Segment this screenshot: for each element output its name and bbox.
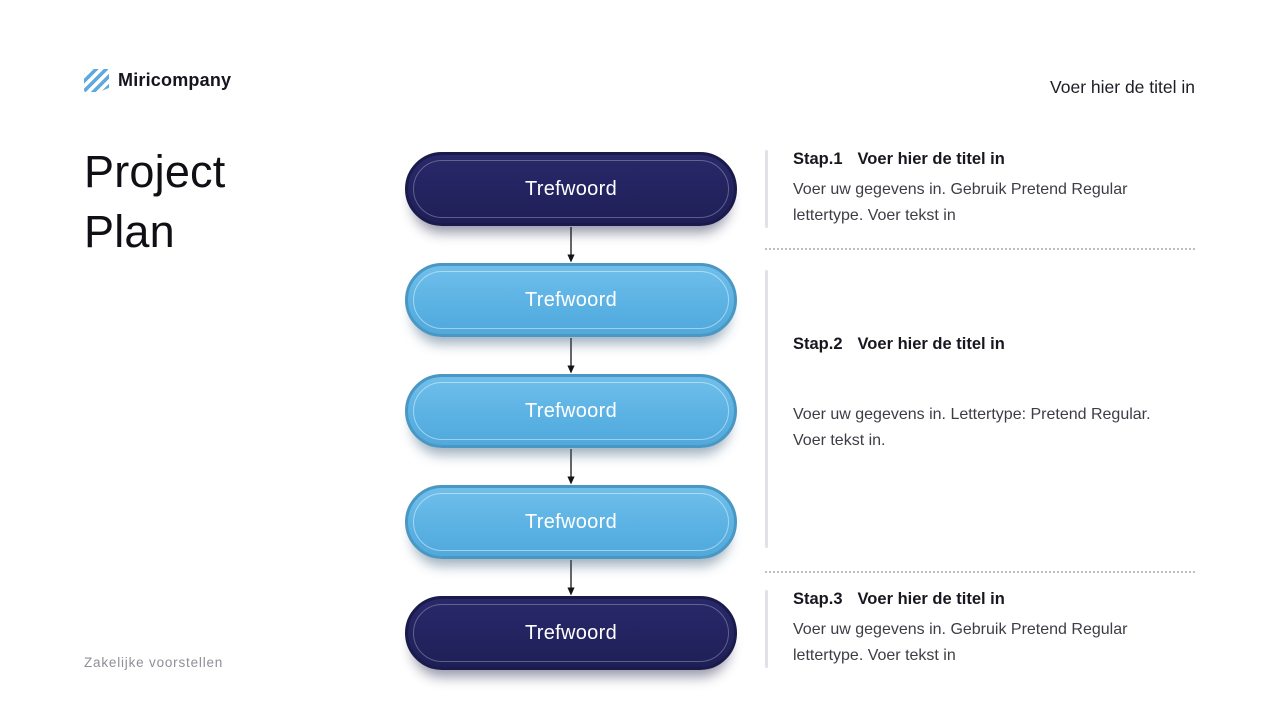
arrow-down-icon bbox=[565, 337, 577, 374]
arrow-down-icon bbox=[565, 559, 577, 596]
step-1: Stap.1 Voer hier de titel in Voer uw gege… bbox=[765, 150, 1195, 229]
step-3-body: Voer uw gegevens in. Gebruik Pretend Reg… bbox=[793, 621, 1128, 664]
dotted-separator bbox=[765, 248, 1195, 250]
flow-node-2-label: Trefwoord bbox=[525, 288, 617, 311]
step-1-accent-bar bbox=[765, 150, 768, 228]
step-3-accent-bar bbox=[765, 590, 768, 668]
header-title-placeholder: Voer hier de titel in bbox=[1050, 77, 1195, 97]
flow-node-1: Trefwoord bbox=[405, 152, 737, 226]
brand-logo-icon bbox=[84, 69, 109, 92]
arrow-down-icon bbox=[565, 226, 577, 263]
step-2: Stap.2 Voer hier de titel in Voer uw gege… bbox=[765, 270, 1195, 548]
step-3: Stap.3 Voer hier de titel in Voer uw gege… bbox=[765, 590, 1195, 669]
flow-node-5: Trefwoord bbox=[405, 596, 737, 670]
flow-node-3-label: Trefwoord bbox=[525, 399, 617, 422]
dotted-separator bbox=[765, 571, 1195, 573]
step-2-accent-bar bbox=[765, 270, 768, 548]
arrow-down-icon bbox=[565, 448, 577, 485]
step-1-label: Stap.1 bbox=[793, 150, 843, 168]
step-1-title: Stap.1 Voer hier de titel in bbox=[793, 150, 1195, 169]
step-3-label: Stap.3 bbox=[793, 590, 843, 608]
page-title: Project Plan bbox=[84, 142, 225, 262]
step-2-body: Voer uw gegevens in. Lettertype: Pretend… bbox=[793, 406, 1151, 449]
page-title-line1: Project bbox=[84, 146, 226, 197]
flow-node-4-label: Trefwoord bbox=[525, 510, 617, 533]
flow-node-2: Trefwoord bbox=[405, 263, 737, 337]
step-2-heading: Voer hier de titel in bbox=[857, 335, 1005, 353]
brand-name: Miricompany bbox=[118, 70, 232, 90]
flow-diagram: Trefwoord Trefwoord Trefwoord Trefwoord … bbox=[405, 152, 737, 670]
step-2-title: Stap.2 Voer hier de titel in bbox=[793, 270, 1195, 354]
brand: Miricompany bbox=[84, 69, 231, 92]
footer-label: Zakelijke voorstellen bbox=[84, 655, 224, 670]
step-1-heading: Voer hier de titel in bbox=[857, 150, 1005, 168]
step-3-heading: Voer hier de titel in bbox=[857, 590, 1005, 608]
step-2-label: Stap.2 bbox=[793, 335, 843, 353]
flow-node-1-label: Trefwoord bbox=[525, 177, 617, 200]
flow-node-3: Trefwoord bbox=[405, 374, 737, 448]
flow-node-5-label: Trefwoord bbox=[525, 621, 617, 644]
step-3-title: Stap.3 Voer hier de titel in bbox=[793, 590, 1195, 609]
flow-node-4: Trefwoord bbox=[405, 485, 737, 559]
step-1-body: Voer uw gegevens in. Gebruik Pretend Reg… bbox=[793, 181, 1128, 224]
page-title-line2: Plan bbox=[84, 206, 175, 257]
